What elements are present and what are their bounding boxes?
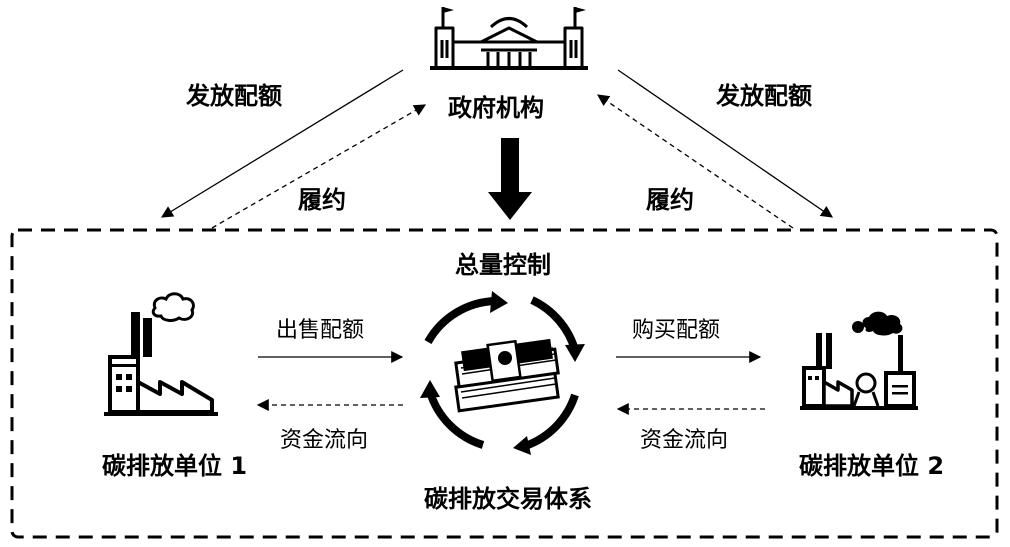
factory-2-icon (800, 311, 918, 410)
issue-quota-right-label: 发放配额 (716, 82, 812, 110)
trading-system-boundary (10, 228, 999, 539)
comply-arrow-right (597, 94, 794, 229)
comply-arrow-left (211, 104, 427, 229)
comply-right-label: 履约 (646, 186, 694, 214)
issue-quota-left-label: 发放配额 (186, 82, 282, 110)
fund-flow-left-label: 资金流向 (280, 428, 369, 453)
trading-system-label: 碳排放交易体系 (424, 485, 592, 513)
factory-1-icon (104, 292, 218, 416)
unit-1-label: 碳排放单位 1 (102, 452, 248, 480)
cap-control-label: 总量控制 (455, 251, 551, 279)
cycle-arrows-icon (420, 291, 585, 455)
cap-down-arrow (488, 138, 532, 220)
issue-arrow-right (617, 69, 833, 218)
sell-quota-label: 出售配额 (276, 318, 365, 343)
issue-arrow-left (160, 69, 404, 218)
buy-quota-label: 购买配额 (632, 318, 721, 343)
fund-flow-right-label: 资金流向 (640, 428, 729, 453)
unit-2-label: 碳排放单位 2 (799, 452, 945, 480)
government-label: 政府机构 (448, 94, 544, 122)
money-stack-icon (454, 338, 560, 413)
comply-left-label: 履约 (298, 186, 346, 214)
government-building-icon (430, 7, 588, 70)
